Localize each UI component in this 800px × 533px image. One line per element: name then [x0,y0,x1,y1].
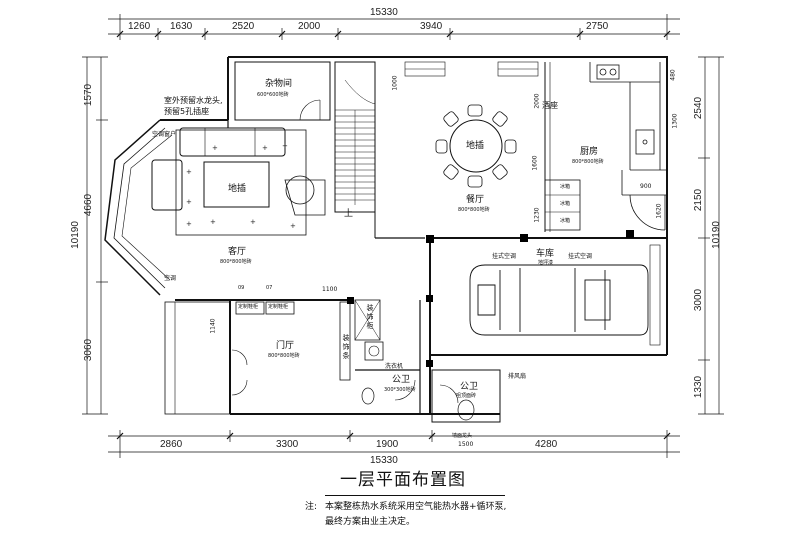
room-living-tile: 800*800地砖 [220,259,252,265]
dim-right-segment: 1330 [693,375,705,399]
outdoor-tap-note: 预留5孔插座 [164,107,210,116]
shoe-cabinet-label: 定制鞋柜 [238,304,259,310]
dim-top-segment: 2520 [232,21,255,32]
note-line-1: 本案整栋热水系统采用空气能热水器+循环泵, [325,502,507,512]
outdoor-tap-note: 室外预留水龙头, [164,96,223,105]
cabinet-label: 冰箱 [560,201,571,207]
dim-bottom-segment: 3300 [276,439,299,450]
dim-left-segment: 1570 [83,83,95,107]
room-living-name: 客厅 [228,247,247,257]
dim-top-segment: 2750 [586,21,609,32]
stairs-up-label: 上 [344,209,354,219]
ac-unit-right: 挂式空调 [568,253,593,260]
dim-1140: 1140 [209,318,217,334]
dim-bottom-segment: 4280 [535,439,558,450]
cabinet-label: 冰箱 [560,184,571,190]
svg-text:+: + [186,198,192,206]
title-underline [325,495,505,496]
svg-text:+: + [210,218,216,226]
svg-text:+: + [282,142,288,150]
room-entrance-name: 门厅 [276,341,295,351]
dim-top-total: 15330 [370,7,398,18]
dim-1230: 1230 [533,207,541,223]
dim-bottom-segment: 2860 [160,439,183,450]
note-prefix: 注: [305,502,318,512]
svg-text:+: + [186,220,192,228]
shoe-cabinet-label: 定制鞋柜 [268,304,289,310]
dim-top-segment: 1630 [170,21,193,32]
dim-bottom-segment: 1900 [376,439,399,450]
room-garage-tile: 地坪漆 [538,260,554,266]
svg-text:+: + [290,222,296,230]
room-dining-tile: 800*800地砖 [458,207,490,213]
dim-left-segment: 4660 [83,193,95,217]
svg-text:+: + [250,218,256,226]
ac-window-label: 空调窗户 [152,131,177,138]
svg-text:+: + [212,144,218,152]
dim-right-segment: 2150 [693,188,705,212]
dim-1100: 1100 [322,286,338,293]
dim-900: 900 [640,183,652,190]
room-bath-right-name: 公卫 [460,382,479,392]
dim-right-segment: 2540 [693,96,705,120]
decor-wall-label: 装饰条 [342,334,350,360]
room-bath-left-name: 公卫 [392,375,411,385]
dim-right-total: 10190 [710,221,722,249]
room-kitchen-name: 厨房 [580,147,599,157]
room-bath-left-tile: 300*300地砖 [384,387,416,393]
dim-1000: 1000 [391,75,399,91]
dining-floor-outlet: 地插 [466,141,485,151]
washer-label: 洗衣机 [385,363,404,370]
bay-mark: 07 [266,285,273,291]
svg-text:+: + [262,144,268,152]
room-kitchen-tile: 800*800地砖 [572,159,604,165]
dim-top-segment: 1260 [128,21,151,32]
dim-2000: 2000 [533,93,541,109]
dim-1620: 1620 [655,203,663,219]
room-dining-name: 餐厅 [466,195,485,205]
dim-right-segment: 3000 [693,288,705,312]
room-bath-right-sub: 咀顶面砖 [456,393,477,399]
living-floor-outlet: 地插 [228,184,247,194]
svg-text:+: + [186,168,192,176]
bay-mark: 09 [238,285,245,291]
room-storage-tile: 600*600地砖 [257,92,289,98]
dim-top-segment: 3940 [420,21,443,32]
wine-cabinet-label: 酒座 [542,101,558,110]
exhaust-fan-label: 排风扇 [508,373,527,380]
dim-bottom-total: 15330 [370,455,398,466]
dim-1300: 1300 [671,113,679,129]
ac-unit-left: 挂式空调 [492,253,517,260]
room-entrance-tile: 800*800地砖 [268,353,300,359]
room-storage-name: 杂物间 [265,79,293,89]
note-line-2: 最终方案由业主决定。 [325,517,416,527]
basin-label: 墙面龙头 [452,433,473,439]
dim-top-segment: 2000 [298,21,321,32]
dim-480: 480 [669,69,677,81]
dim-left-segment: 3060 [83,338,95,362]
dim-1500: 1500 [458,441,474,448]
dim-left-total: 10190 [69,221,81,249]
cabinet-label: 冰箱 [560,218,571,224]
air-window-label: 空调 [164,275,177,282]
dim-1600: 1600 [531,155,539,171]
decor-cabinet-label: 装饰柜 [366,304,374,330]
drawing-title: 一层平面布置图 [340,470,466,490]
room-garage-name: 车库 [536,249,555,259]
